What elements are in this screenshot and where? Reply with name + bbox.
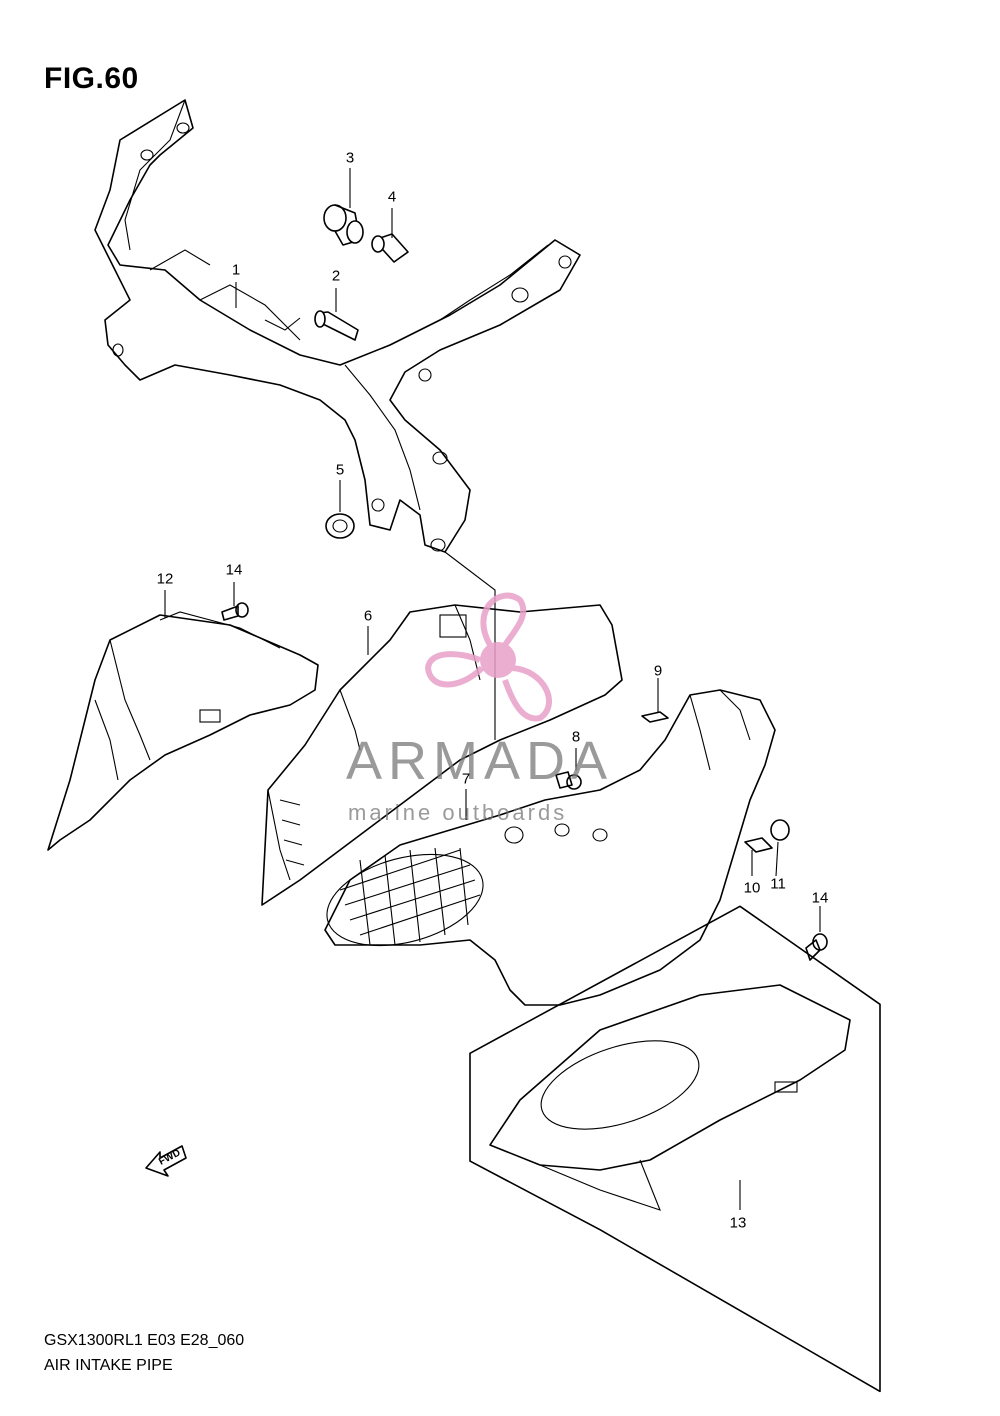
part-9-clip bbox=[641, 711, 669, 723]
callout-part-5: 5 bbox=[335, 461, 345, 479]
part-3-cushion bbox=[323, 204, 364, 246]
callout-part-14-upper: 14 bbox=[225, 561, 243, 579]
part-14-screw-lower bbox=[805, 933, 828, 961]
callout-part-9: 9 bbox=[653, 662, 663, 680]
watermark-tagline: marine outboards bbox=[348, 800, 568, 825]
model-code: GSX1300RL1 E03 E28_060 bbox=[44, 1332, 245, 1349]
callout-part-6: 6 bbox=[363, 607, 373, 625]
part-5-grommet bbox=[325, 513, 355, 539]
part-11-grommet bbox=[770, 819, 790, 841]
callout-part-8: 8 bbox=[571, 728, 581, 746]
callout-part-13: 13 bbox=[729, 1214, 747, 1232]
callout-part-3: 3 bbox=[345, 149, 355, 167]
part-2-bolt bbox=[314, 310, 359, 341]
part-4-collar bbox=[371, 233, 409, 263]
part-14-screw-upper bbox=[221, 602, 249, 621]
part-7-main-intake-pipe bbox=[324, 689, 776, 1006]
callout-part-7: 7 bbox=[461, 770, 471, 788]
part-13-lower-cover bbox=[469, 905, 881, 1393]
callout-part-4: 4 bbox=[387, 188, 397, 206]
part-8-screw bbox=[555, 771, 582, 790]
part-12-left-cover bbox=[47, 611, 319, 851]
propeller-logo-icon bbox=[424, 592, 552, 722]
callout-part-1: 1 bbox=[231, 261, 241, 279]
figure-title: FIG.60 bbox=[44, 62, 139, 95]
callout-part-14-lower: 14 bbox=[811, 889, 829, 907]
section-name: AIR INTAKE PIPE bbox=[44, 1357, 173, 1374]
part-6-intake-duct-left bbox=[261, 604, 623, 906]
callout-part-12: 12 bbox=[156, 570, 174, 588]
arrow-fwd-icon bbox=[145, 1145, 187, 1177]
callout-part-11: 11 bbox=[770, 875, 786, 893]
leader-lines bbox=[164, 168, 821, 1210]
part-1-frame-bracket bbox=[94, 99, 581, 553]
callout-part-10: 10 bbox=[743, 879, 761, 897]
watermark-name: ARMADA bbox=[346, 731, 614, 791]
callout-part-2: 2 bbox=[331, 267, 341, 285]
part-10-nut bbox=[744, 837, 773, 853]
